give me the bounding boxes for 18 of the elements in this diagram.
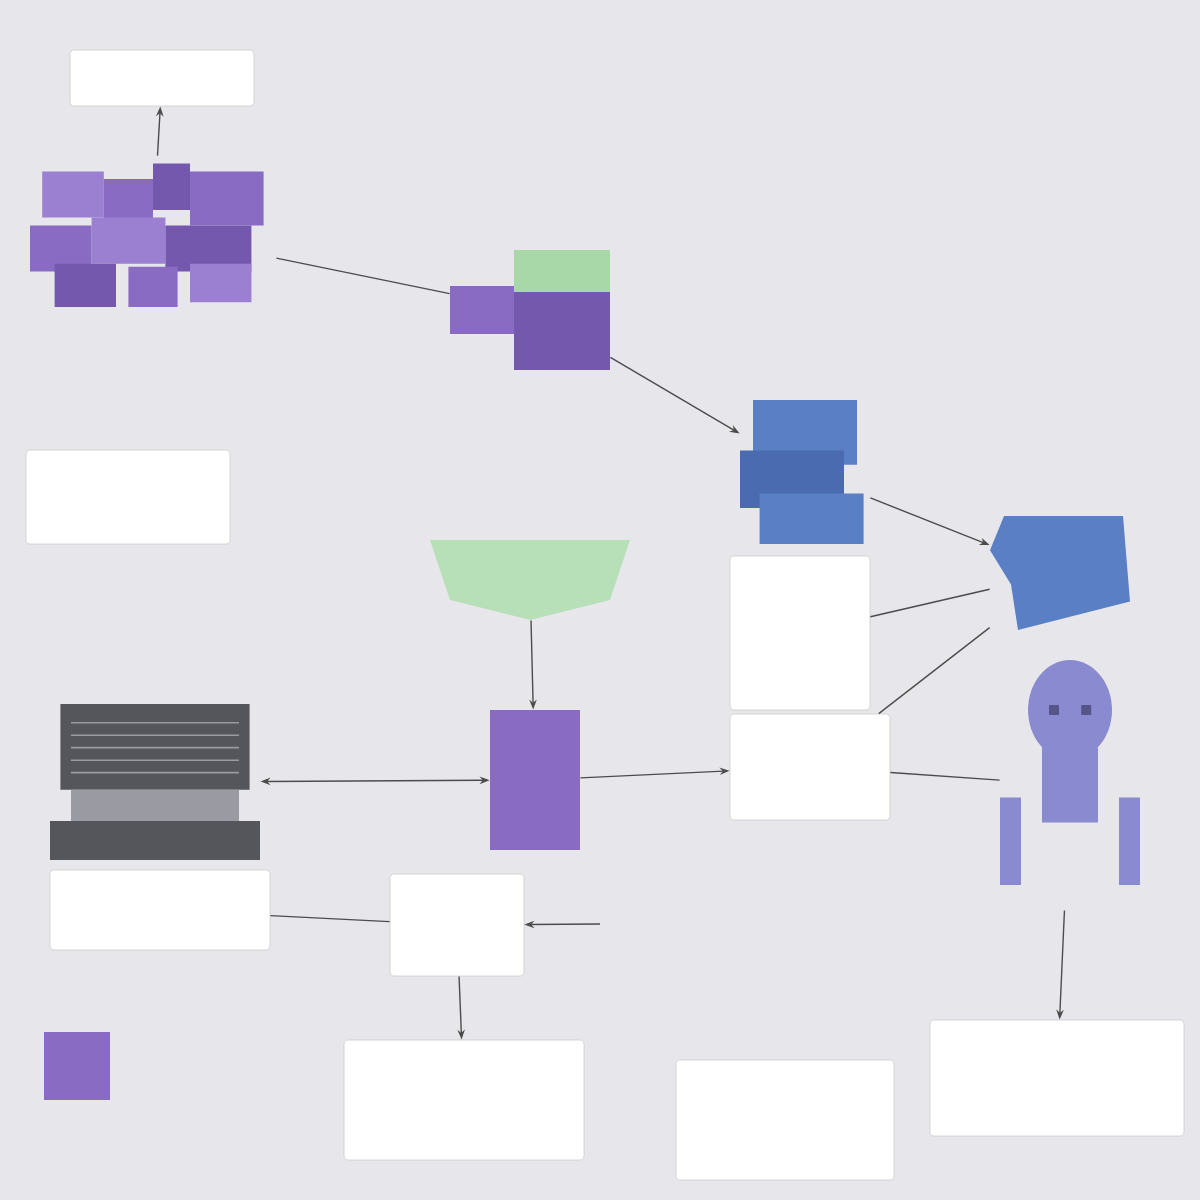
robot-drawing <box>1000 660 1140 885</box>
card-box <box>49 869 271 951</box>
card-box <box>343 1039 585 1161</box>
block-cluster-drawing <box>30 163 264 307</box>
cabinet-box <box>490 710 580 850</box>
shape-drawing <box>990 516 1130 630</box>
block-stack-drawing <box>450 250 610 370</box>
cloud-shape <box>430 540 630 620</box>
card-box <box>25 449 231 545</box>
square-block <box>44 1032 110 1100</box>
block-stack-drawing <box>740 400 864 544</box>
card-box <box>729 713 891 821</box>
card-box <box>69 49 255 107</box>
card-box <box>929 1019 1185 1137</box>
card-box <box>389 873 525 977</box>
card-box <box>675 1059 895 1181</box>
server-drawing <box>50 704 260 860</box>
card-box <box>729 555 871 711</box>
